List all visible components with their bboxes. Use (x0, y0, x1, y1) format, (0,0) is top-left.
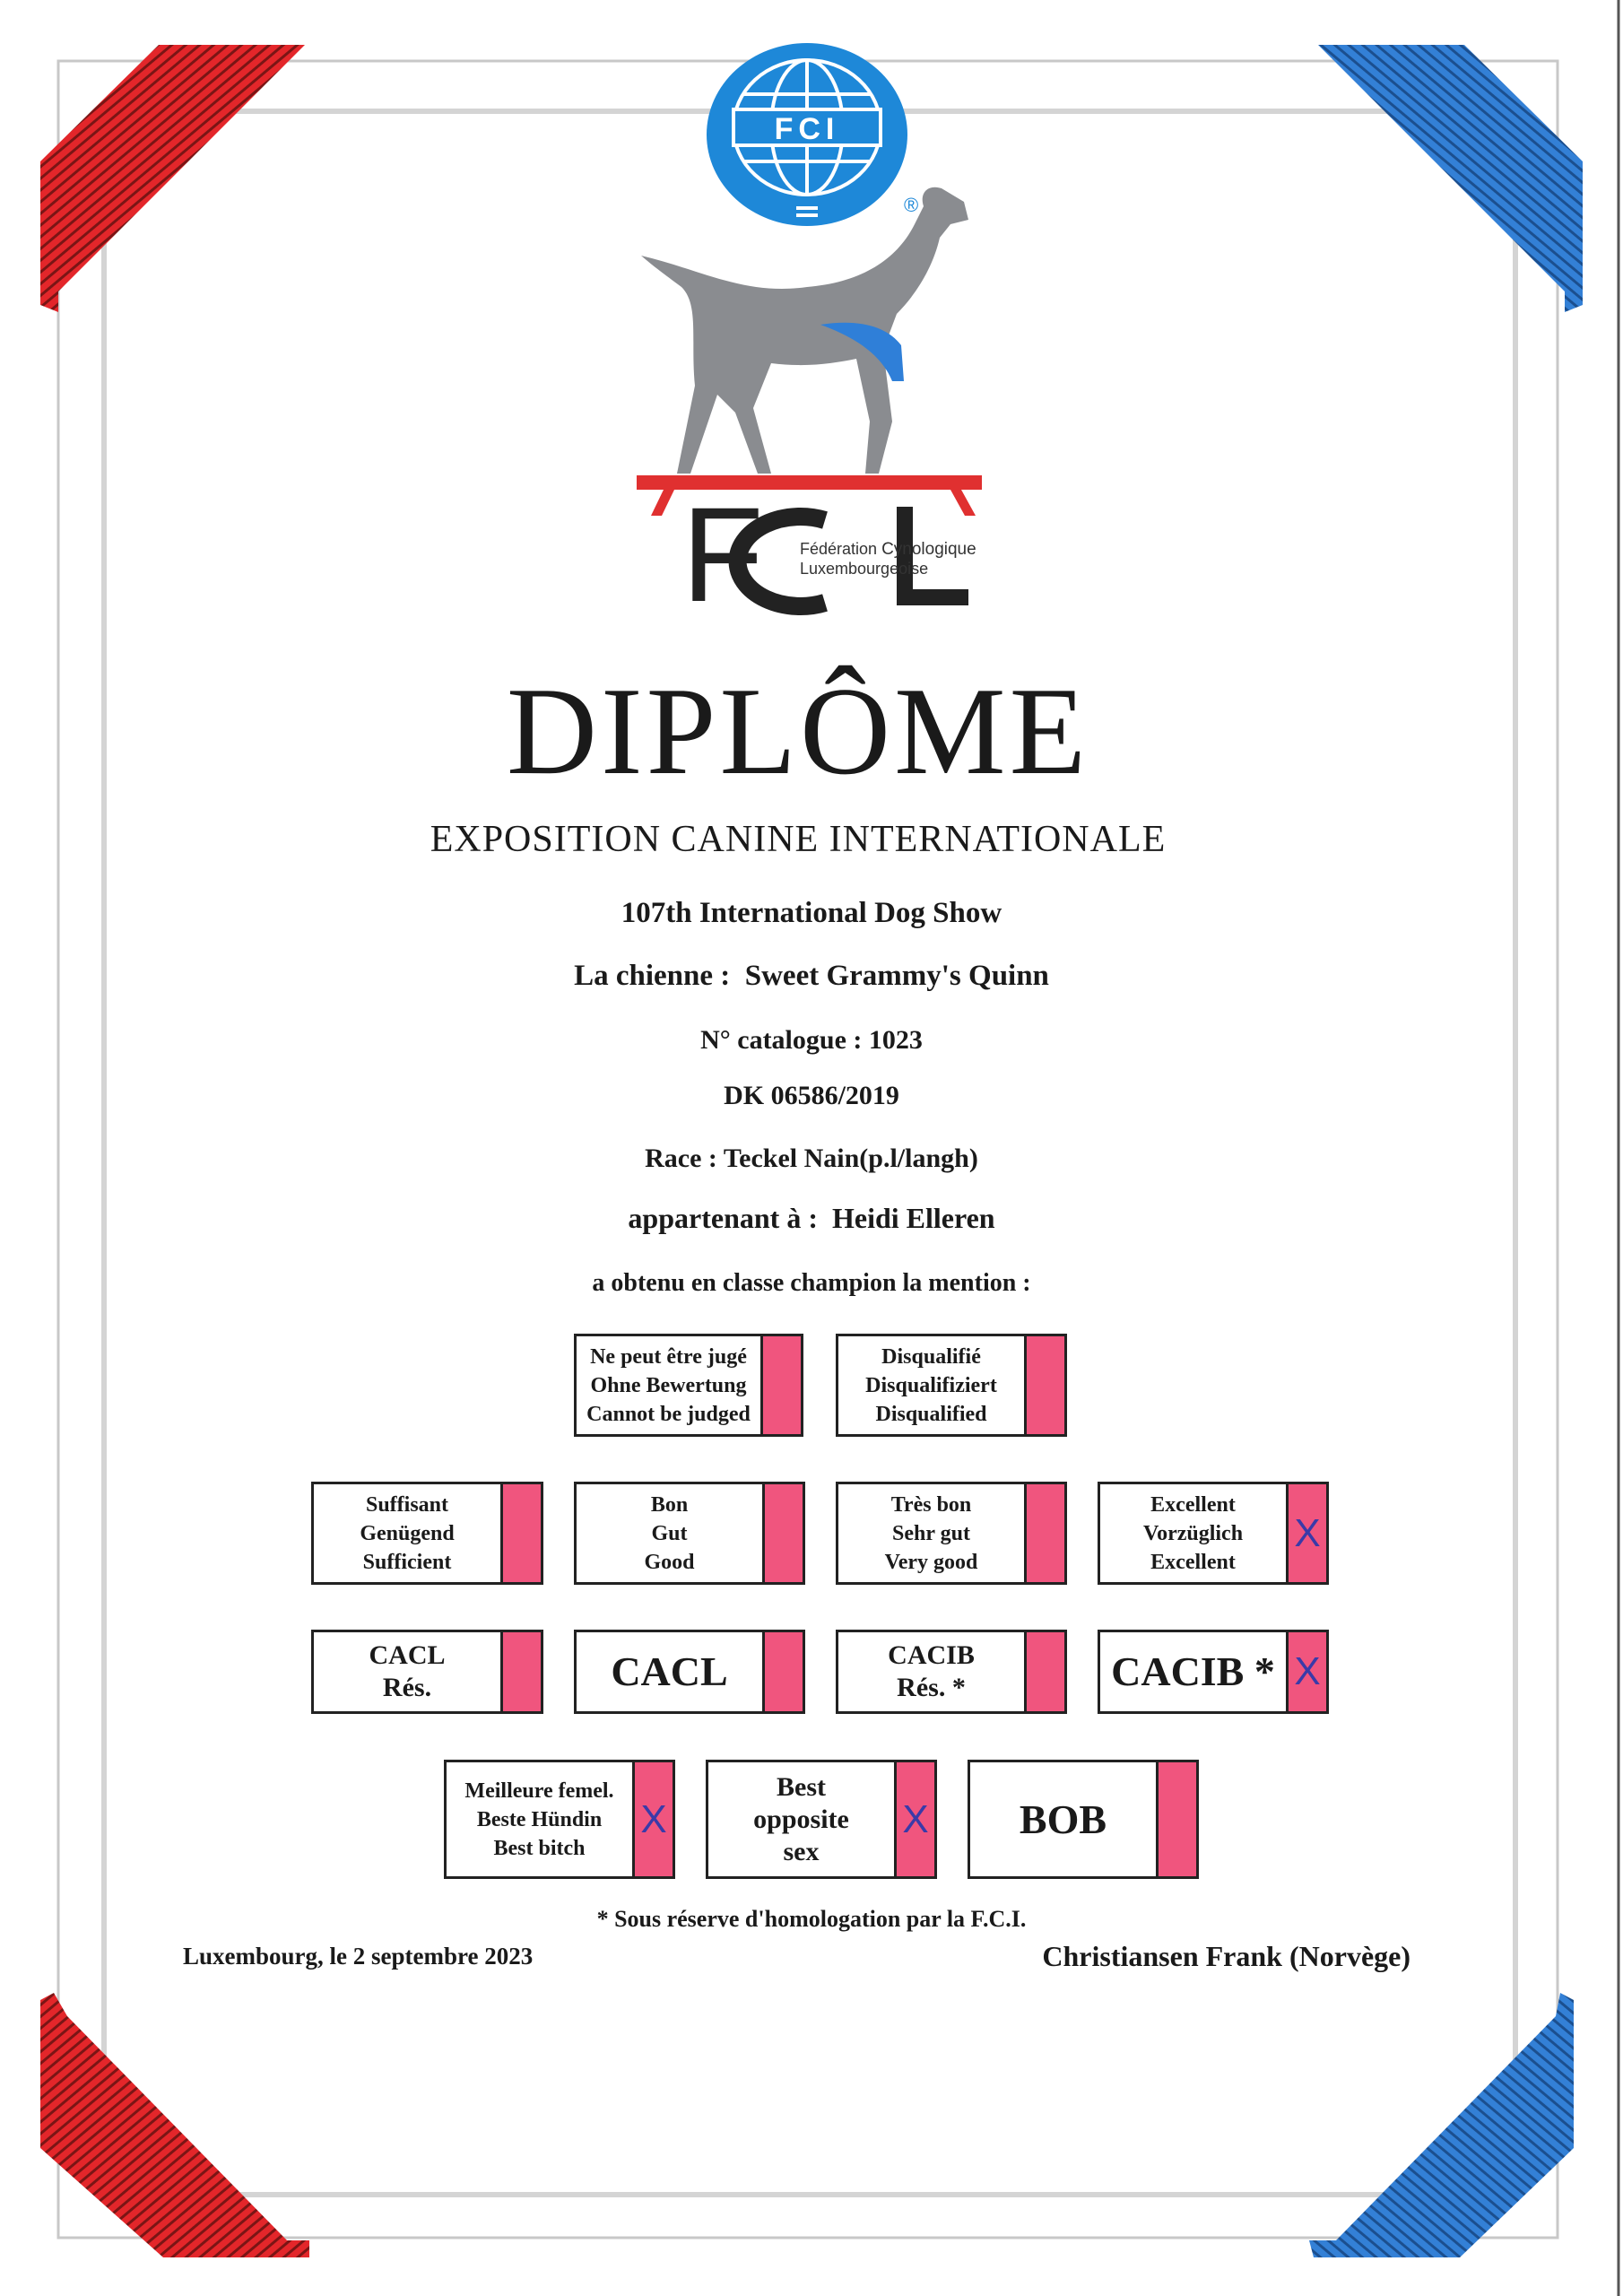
svg-text:FCI: FCI (775, 112, 840, 146)
footnote: * Sous réserve d'homologation par la F.C… (596, 1906, 1027, 1932)
grade-label-line: Good (644, 1550, 695, 1574)
grade-checkbox: X (1286, 1484, 1326, 1582)
grade-box: CACL (574, 1630, 805, 1714)
grade-label-line: BOB (1019, 1796, 1107, 1842)
grade-checkbox (500, 1484, 541, 1582)
grade-label-line: Genügend (360, 1521, 455, 1545)
grade-label-line: CACL (369, 1640, 446, 1670)
grade-label: CACIB * (1100, 1632, 1286, 1711)
registration-number: DK 06586/2019 (724, 1081, 899, 1110)
grade-label-line: Sehr gut (892, 1521, 970, 1545)
grade-checkbox (1024, 1632, 1064, 1711)
svg-text:Luxembourgeoise: Luxembourgeoise (800, 560, 928, 578)
grade-label-line: CACL (611, 1648, 728, 1694)
grade-box: BOB (968, 1760, 1199, 1879)
grade-label-line: Disqualifié (881, 1344, 981, 1369)
grade-checkbox (1024, 1336, 1064, 1434)
svg-text:Fédération Cynologique: Fédération Cynologique (800, 540, 976, 559)
breed: Race : Teckel Nain(p.l/langh) (645, 1144, 978, 1173)
show-name: 107th International Dog Show (621, 897, 1002, 929)
ribbon-bottom-left (40, 1993, 309, 2257)
grade-label-line: Very good (884, 1550, 978, 1574)
mention-intro: a obtenu en classe champion la mention : (592, 1269, 1031, 1297)
fcl-logo: F Fédération Cynologique Luxembourgeoise (637, 187, 982, 630)
grade-checkbox (762, 1484, 803, 1582)
fci-logo: FCI ® (707, 43, 918, 226)
ribbon-top-right (1318, 45, 1583, 312)
grade-label-line: Sufficient (362, 1550, 452, 1574)
grade-label: CACIB Rés. * (838, 1632, 1024, 1711)
grade-label-line: Disqualifiziert (865, 1373, 997, 1397)
grade-checkbox (1024, 1484, 1064, 1582)
grade-label-line: Ne peut être jugé (590, 1344, 747, 1369)
grade-label: CACL (577, 1632, 762, 1711)
dog-silhouette (641, 187, 968, 474)
ribbon-top-left (40, 45, 305, 312)
svg-text:F: F (681, 479, 764, 630)
svg-text:®: ® (904, 194, 918, 216)
catalogue-number: N° catalogue : 1023 (700, 1025, 923, 1055)
grade-checkbox: X (632, 1762, 673, 1876)
diploma-subtitle: EXPOSITION CANINE INTERNATIONALE (430, 819, 1167, 860)
grade-label-line: CACIB * (1111, 1648, 1275, 1694)
grade-label-line: Beste Hündin (476, 1807, 603, 1831)
grade-checkbox (762, 1632, 803, 1711)
grade-label-line: Bon (650, 1492, 689, 1517)
grade-label-line: Disqualified (875, 1402, 987, 1426)
grade-label: CACL Rés. (314, 1632, 500, 1711)
ribbon-bottom-right (1309, 1993, 1574, 2257)
grade-label-line: Excellent (1150, 1550, 1236, 1574)
grade-checkbox (760, 1336, 801, 1434)
dog-name: La chienne : Sweet Grammy's Quinn (574, 960, 1049, 992)
judge-name: Christiansen Frank (Norvège) (1042, 1940, 1410, 1972)
grade-box: CACIB *X (1098, 1630, 1329, 1714)
grade-label-line: sex (783, 1836, 820, 1866)
grade-label-line: Rés. (382, 1673, 432, 1702)
grade-checkbox: X (1286, 1632, 1326, 1711)
diploma-title: DIPLÔME (506, 662, 1090, 801)
grade-label-line: CACIB (888, 1640, 975, 1670)
grade-label-line: Très bon (890, 1492, 972, 1517)
grade-label-line: Suffisant (365, 1492, 449, 1517)
grade-label-line: Ohne Bewertung (590, 1373, 747, 1397)
owner: appartenant à : Heidi Elleren (628, 1202, 995, 1234)
grade-label-line: Vorzüglich (1142, 1521, 1244, 1545)
place-date: Luxembourg, le 2 septembre 2023 (183, 1943, 534, 1970)
podium (637, 475, 982, 490)
grade-label-line: Excellent (1150, 1492, 1236, 1517)
grade-label-line: Meilleure femel. (464, 1779, 614, 1803)
grade-label-line: Best (777, 1771, 826, 1802)
grade-label: BOB (970, 1762, 1156, 1876)
grade-box: CACIB Rés. * (836, 1630, 1067, 1714)
grade-checkbox: X (894, 1762, 934, 1876)
grade-label-line: Rés. * (897, 1673, 966, 1702)
grade-label-line: opposite (753, 1804, 849, 1834)
grade-checkbox (500, 1632, 541, 1711)
grade-checkbox (1156, 1762, 1196, 1876)
grade-label-line: Gut (651, 1521, 688, 1545)
grade-label-line: Best bitch (493, 1836, 586, 1860)
grade-box: CACL Rés. (311, 1630, 543, 1714)
grade-label-line: Cannot be judged (586, 1402, 751, 1426)
